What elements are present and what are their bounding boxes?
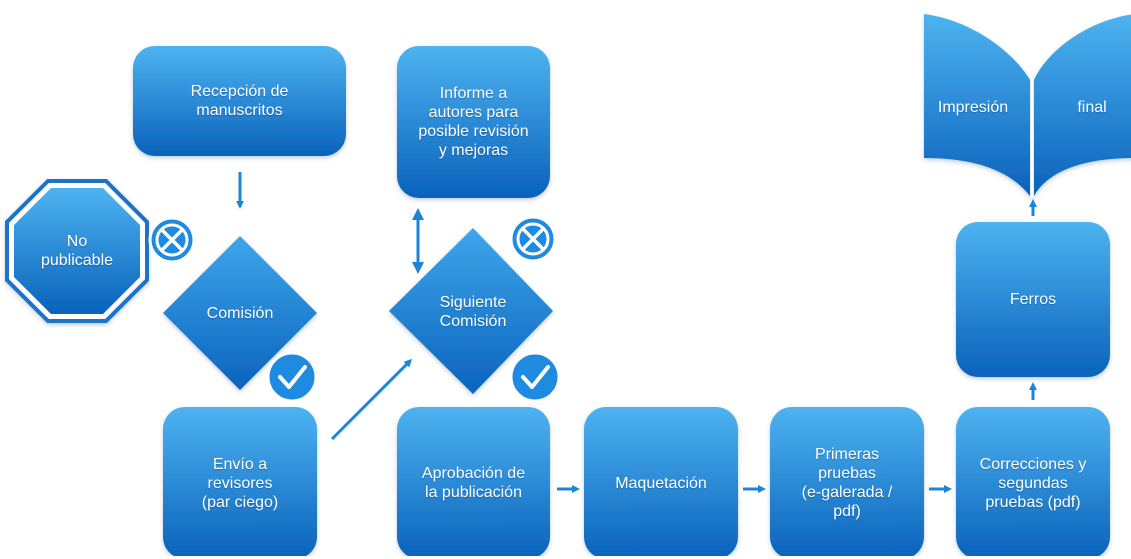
primeras-pruebas-box: [770, 407, 924, 556]
envio-box: [163, 407, 317, 556]
comision-diamond: [163, 236, 317, 390]
x-circle-icon: [148, 216, 196, 264]
informe-box: [397, 46, 550, 198]
arrow-envio-siguiente: [330, 358, 413, 441]
siguiente-comision-diamond: [389, 228, 553, 394]
maquetacion-box: [584, 407, 738, 556]
x-circle-icon: [509, 215, 557, 263]
impresion-book: [924, 14, 1131, 198]
check-circle-icon: [266, 351, 318, 403]
ferros-box: [956, 222, 1110, 377]
correcciones-box: [956, 407, 1110, 556]
no-publicable-octagon: [5, 179, 149, 323]
check-circle-icon: [509, 351, 561, 403]
aprobacion-box: [397, 407, 550, 556]
recepcion-box: [133, 46, 346, 156]
